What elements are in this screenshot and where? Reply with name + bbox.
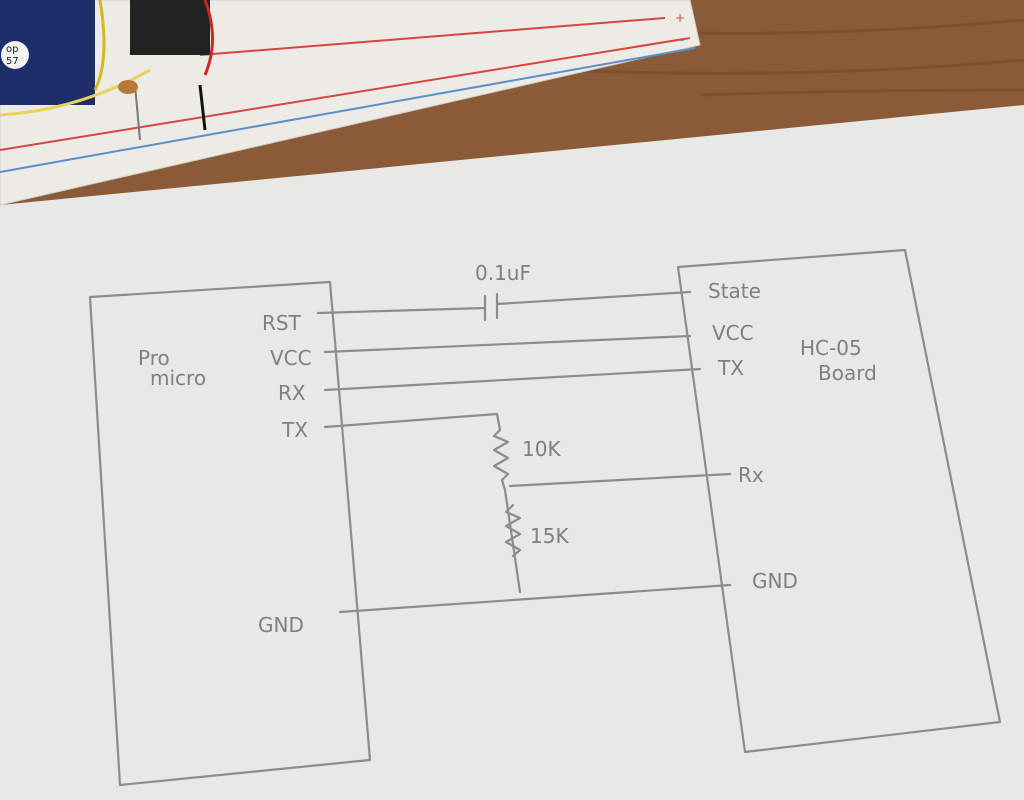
hc05-label-2: Board bbox=[818, 361, 877, 385]
hc05-outline bbox=[676, 248, 1002, 754]
rail-plus-label: + bbox=[675, 11, 685, 25]
resistor-10k-label: 10K bbox=[522, 437, 561, 461]
hc05-module bbox=[130, 0, 210, 55]
pin-rx-right: Rx bbox=[738, 463, 764, 487]
breadboard: + - op 57 bbox=[0, 0, 701, 206]
rail-minus-label: - bbox=[680, 33, 684, 47]
pro-micro-label-2: micro bbox=[150, 366, 206, 390]
resistor-15k-label: 15K bbox=[530, 524, 569, 548]
pin-tx-right: TX bbox=[717, 356, 744, 380]
pin-rst: RST bbox=[262, 311, 302, 335]
capacitor-label: 0.1uF bbox=[475, 261, 531, 285]
hc05-label-1: HC-05 bbox=[800, 336, 862, 360]
pin-state: State bbox=[708, 279, 761, 303]
pin-rx-left: RX bbox=[278, 381, 306, 405]
chip-label-bottom: 57 bbox=[6, 56, 19, 67]
pro-micro-outline bbox=[88, 280, 372, 787]
pin-gnd-left: GND bbox=[258, 613, 304, 637]
paper-sheet bbox=[0, 105, 1024, 800]
pin-gnd-right: GND bbox=[752, 569, 798, 593]
pro-micro-label-1: Pro bbox=[138, 346, 170, 370]
wires bbox=[316, 290, 732, 614]
pin-vcc-right: VCC bbox=[712, 321, 754, 345]
pin-vcc-left: VCC bbox=[270, 346, 312, 370]
pin-tx-left: TX bbox=[281, 418, 308, 442]
chip-label-top: op bbox=[6, 44, 18, 55]
